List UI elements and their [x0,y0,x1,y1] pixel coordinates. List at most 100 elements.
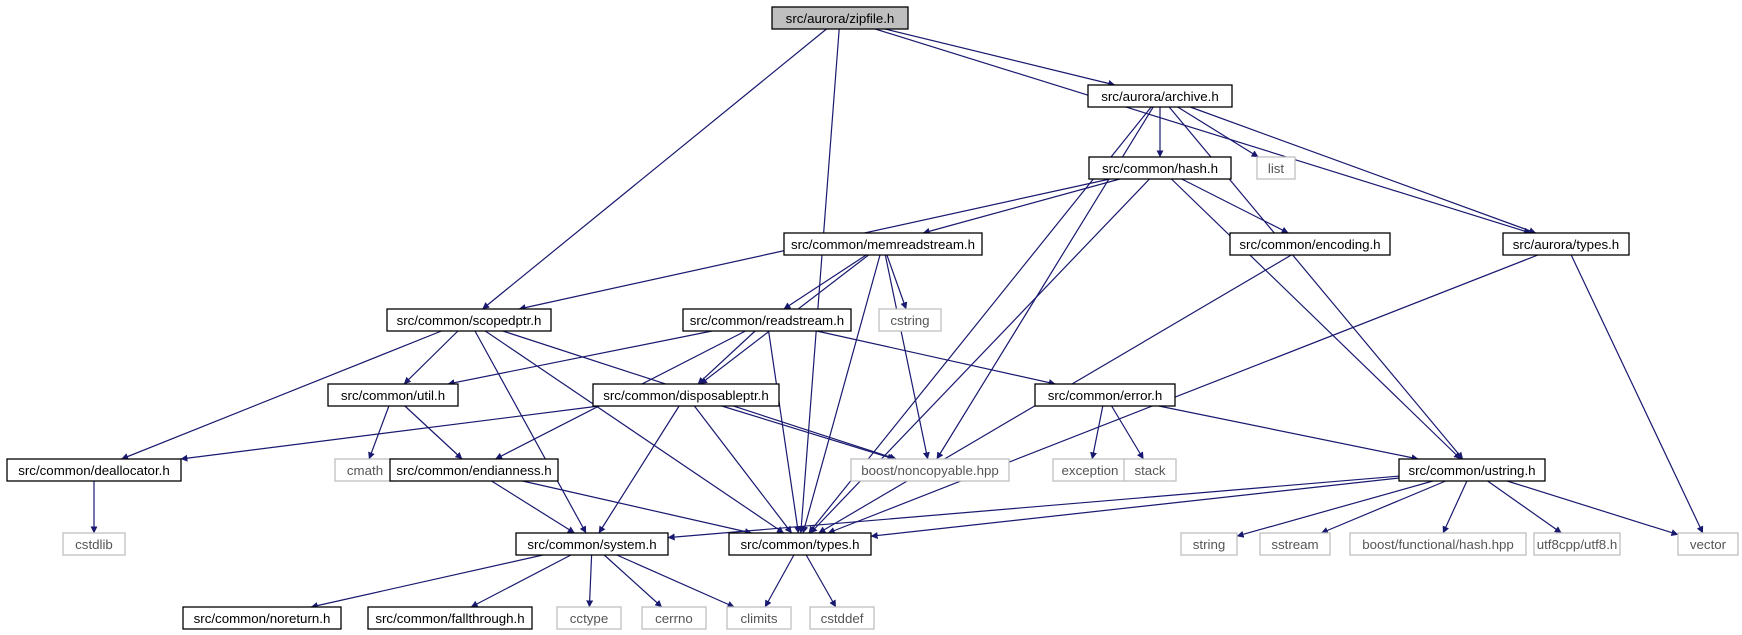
node-readstream[interactable]: src/common/readstream.h [682,308,852,332]
node-aurora-types[interactable]: src/aurora/types.h [1502,232,1630,256]
node-box [850,458,1010,482]
node-box [1398,458,1546,482]
node-label: boost/noncopyable.hpp [861,463,999,478]
node-error[interactable]: src/common/error.h [1034,383,1176,407]
node-box [771,6,909,30]
node-disposableptr[interactable]: src/common/disposableptr.h [592,383,780,407]
edge-ustring-to-utf8 [1487,480,1562,534]
node-box [1533,532,1621,556]
edge-scopedptr-to-common_types [484,330,785,534]
node-endianness[interactable]: src/common/endianness.h [389,458,559,482]
edge-scopedptr-to-util [403,330,459,385]
node-cstring: cstring [878,308,942,332]
node-stack: stack [1123,458,1177,482]
node-list: list [1256,156,1296,180]
node-label: sstream [1271,537,1318,552]
node-label: cmath [347,463,383,478]
node-box [1502,232,1630,256]
edge-ustring-to-string [1236,480,1434,538]
edge-system-to-cerrno [603,554,663,608]
edge-zipfile-to-scopedptr [482,28,827,310]
node-box [1256,156,1296,180]
edge-archive-to-aurora_types [1189,106,1537,235]
edge-aurora_types-to-common_types [827,254,1539,534]
node-cerrno: cerrno [641,606,707,630]
node-label: src/aurora/zipfile.h [786,11,895,26]
node-box [62,532,126,556]
node-util[interactable]: src/common/util.h [327,383,459,407]
node-label: src/aurora/types.h [1513,237,1619,252]
edge-util-to-endianness [404,405,463,460]
node-system[interactable]: src/common/system.h [515,532,669,556]
node-vector: vector [1677,532,1739,556]
edge-readstream-to-error [816,330,1056,386]
node-exception: exception [1052,458,1128,482]
node-box [783,232,983,256]
node-label: src/common/deallocator.h [18,463,170,478]
node-label: string [1193,537,1226,552]
node-label: cstddef [821,611,864,626]
node-label: src/common/types.h [741,537,860,552]
node-label: src/aurora/archive.h [1101,89,1219,104]
node-box [556,606,622,630]
node-label: boost/functional/hash.hpp [1362,537,1514,552]
node-box [1349,532,1527,556]
edge-hash-to-ustring [1170,178,1462,460]
edge-ustring-to-system [667,475,1400,541]
edge-zipfile-to-archive [884,28,1116,87]
node-encoding[interactable]: src/common/encoding.h [1229,232,1391,256]
edge-memreadstream-to-readstream [783,254,867,310]
node-cstdlib: cstdlib [62,532,126,556]
node-deallocator[interactable]: src/common/deallocator.h [6,458,182,482]
node-label: src/common/disposableptr.h [603,388,769,403]
node-ustring[interactable]: src/common/ustring.h [1398,458,1546,482]
node-label: src/common/endianness.h [396,463,551,478]
node-utf8: utf8cpp/utf8.h [1533,532,1621,556]
node-hash[interactable]: src/common/hash.h [1088,156,1232,180]
node-label: src/common/ustring.h [1408,463,1535,478]
node-noncopyable: boost/noncopyable.hpp [850,458,1010,482]
node-label: src/common/error.h [1048,388,1163,403]
node-box [327,383,459,407]
node-common-types[interactable]: src/common/types.h [728,532,872,556]
edge-error-to-stack [1111,405,1144,460]
node-box [728,532,872,556]
edge-error-to-exception [1090,405,1104,460]
edge-util-to-cmath [368,405,390,460]
node-label: cstring [890,313,929,328]
edge-disposableptr-to-system [598,405,680,534]
edge-common_types-to-cstddef [805,554,837,608]
edge-readstream-to-common_types [768,330,801,534]
node-label: src/common/readstream.h [690,313,844,328]
node-box [182,606,342,630]
node-box [682,308,852,332]
node-archive[interactable]: src/aurora/archive.h [1087,84,1233,108]
node-label: src/common/encoding.h [1239,237,1380,252]
node-zipfile[interactable]: src/aurora/zipfile.h [771,6,909,30]
edge-ustring-to-common_types [870,477,1400,539]
node-noreturn[interactable]: src/common/noreturn.h [182,606,342,630]
node-box [592,383,780,407]
node-scopedptr[interactable]: src/common/scopedptr.h [386,308,552,332]
node-label: cerrno [655,611,693,626]
node-cstddef: cstddef [809,606,875,630]
node-label: src/common/util.h [341,388,445,403]
node-label: list [1268,161,1285,176]
edge-system-to-climits [616,554,735,608]
node-fallthrough[interactable]: src/common/fallthrough.h [367,606,533,630]
node-label: src/common/hash.h [1102,161,1218,176]
edge-memreadstream-to-cstring [886,254,908,310]
edge-hash-to-memreadstream [922,178,1121,235]
node-label: exception [1062,463,1119,478]
node-box [878,308,942,332]
node-box [1123,458,1177,482]
edge-error-to-ustring [1158,405,1419,462]
nodes-layer: src/aurora/zipfile.h src/aurora/archive.h… [6,6,1739,630]
node-box [1087,84,1233,108]
edge-archive-to-list [1177,106,1259,158]
edge-ustring-to-boost_hash [1442,480,1468,534]
edge-readstream-to-disposableptr [697,330,756,385]
node-memreadstream[interactable]: src/common/memreadstream.h [783,232,983,256]
edge-disposableptr-to-common_types [693,405,793,534]
edge-zipfile-to-common_types [797,28,840,534]
